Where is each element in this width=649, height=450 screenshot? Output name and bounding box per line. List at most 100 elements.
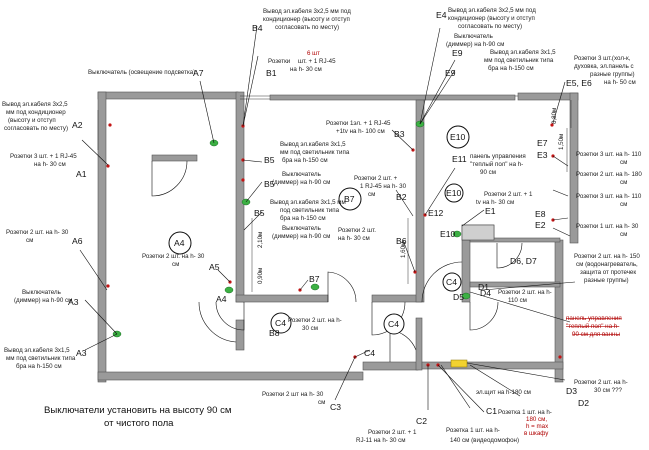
point-code: E1 (485, 206, 496, 216)
wall (554, 239, 564, 383)
point-code: B5 (264, 155, 275, 165)
callout-line: см (620, 201, 627, 208)
wall (362, 361, 419, 371)
socket-icon (452, 230, 462, 238)
callout-line: см (620, 231, 627, 238)
callout-line: см (водонагреватель, (576, 261, 638, 268)
point-code: A6 (72, 236, 83, 246)
dim-label: 0,90м (257, 268, 264, 284)
callout-line: мм под светильник типа (6, 355, 76, 362)
point-code: D5 (453, 292, 464, 302)
room-code: C4 (446, 277, 457, 287)
callout-line: Розетка 1 шт. на h- (446, 427, 500, 434)
point-code: C3 (330, 402, 341, 412)
socket-icon (310, 283, 320, 291)
callout-line: Розетки 1 шт. на h- 30 (576, 223, 639, 230)
wall (269, 94, 516, 101)
outlet-points (106, 123, 562, 367)
room-circle (168, 231, 192, 255)
point-code: D1 (478, 282, 489, 292)
callout-line: бра на h-150 см (488, 65, 534, 72)
room-circle (383, 313, 405, 335)
point-code: B5 (264, 179, 275, 189)
callout-line: в шкафу (524, 430, 549, 437)
callout-line: Розетки 2 шт. на h- (288, 317, 342, 324)
callout-line: эл.щит на h-180 см (476, 389, 531, 396)
wall (415, 317, 423, 371)
room-code: E10 (450, 132, 466, 142)
callout-line: 6 шт (307, 50, 320, 57)
dim-label: 1,50м (558, 134, 565, 150)
point-code: B4 (252, 23, 263, 33)
callout-line: на h- 30 см (338, 235, 370, 242)
point-code: D4 (480, 288, 491, 298)
door (215, 301, 245, 331)
point-code: B7 (309, 274, 320, 284)
callout-line: бра на h-150 см (16, 363, 62, 370)
footer-note-line: от чистого пола (104, 418, 174, 429)
callout-line: Розетки 2 шт. на h- 150 (574, 253, 640, 260)
point-code: D3 (566, 386, 577, 396)
wall (569, 92, 579, 244)
callout-line: Розетки 2 шт. (338, 227, 376, 234)
wall (97, 91, 239, 100)
callout-line: на h- 30 см (34, 161, 66, 168)
point-code: E4 (436, 10, 447, 20)
dim-label: 2,10м (257, 232, 264, 248)
point-code: C4 (364, 348, 375, 358)
callout-line: панель управления (470, 153, 526, 160)
point-code: E9 (445, 68, 456, 78)
wall (151, 154, 198, 162)
point-code: B8 (269, 328, 280, 338)
callout-line: мм под светильник типа (280, 149, 350, 156)
callout-line: 90 см для ванны (572, 331, 620, 338)
point-code: C2 (416, 416, 427, 426)
point-code: E8 (535, 209, 546, 219)
callout-line: см (26, 237, 33, 244)
point-code: A3 (68, 297, 79, 307)
room-code: C4 (275, 318, 286, 328)
callout-line: RJ-11 на h- 30 см (356, 437, 406, 444)
point-code: A7 (193, 68, 204, 78)
point-code: A4 (216, 294, 227, 304)
room-circle (444, 183, 464, 203)
callout-line: +1tv на h- 100 см (336, 128, 385, 135)
point-code: B5 (254, 208, 265, 218)
point-code: B6 (396, 236, 407, 246)
dimensions (251, 100, 572, 292)
callout-line: Вывод эл.кабеля 3х1,5 мм (270, 199, 346, 206)
callout-line: см (368, 191, 375, 198)
callout-line: под светильник типа (280, 207, 340, 214)
callout-line: Розетки (268, 58, 291, 65)
callout-line: Вывод эл.кабеля 3х2,5 (2, 101, 68, 108)
callout-line: разные группы) (590, 71, 635, 78)
callout-line: 30 см (302, 325, 318, 332)
callout-line: Выключатель (22, 289, 61, 296)
callout-line: бра на h-150 см (280, 215, 326, 222)
callout-line: Розетки 3 шт. на h- 110 (576, 151, 642, 158)
door (421, 261, 463, 303)
callout-line: Выключатель (282, 171, 321, 178)
callout-line: Вывод эл.кабеля 3х1,5 (490, 49, 556, 56)
callout-line: Розетки 2 шт на h- 30 (262, 391, 324, 398)
callout-line: "теплый пол" на h- (566, 323, 619, 330)
point-code: D2 (578, 398, 589, 408)
callout-line: Выключатель (454, 33, 493, 40)
leader-lines (79, 25, 576, 413)
callout-line: Розетки 2 шт. на h- (498, 289, 552, 296)
callout-a2: Вывод эл.кабеля 3х2,5 мм под кондиционер… (2, 101, 68, 132)
callout-line: мм под кондиционер (6, 109, 66, 116)
point-code: B3 (394, 129, 405, 139)
callout-line: Розетки 3 шт. + 1 RJ-45 (10, 153, 77, 160)
wall (235, 294, 329, 303)
windows (97, 95, 518, 150)
point-code: E10 (440, 229, 456, 239)
wall (235, 91, 245, 303)
point-code: E11 (452, 154, 467, 164)
point-code: A5 (209, 262, 220, 272)
callout-line: см (620, 179, 627, 186)
point-code: A3 (76, 348, 87, 358)
point-code: D6, D7 (510, 256, 537, 266)
dim-label: 0,80м (551, 108, 558, 124)
callout-line: Розетки 2 шт. на h- 30 (6, 229, 69, 236)
